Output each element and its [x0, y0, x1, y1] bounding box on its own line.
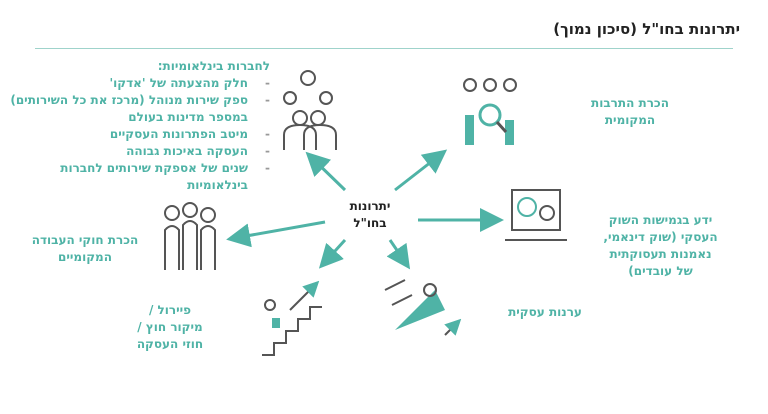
- page-title: יתרונות בחו"ל (סיכון נמוך): [553, 20, 740, 38]
- list-item: חלק מהצעתה של 'אדקו': [0, 75, 270, 92]
- label-line: המקומית: [604, 113, 656, 127]
- arrow-payroll: [318, 238, 347, 269]
- laptop-globe-icon: [505, 189, 567, 241]
- international-companies-list: לחברות בינלאומיות: חלק מהצעתה של 'אדקו' …: [0, 58, 270, 194]
- list-item: ספק שירות מנוהל (מרכז את כל השירותים) במ…: [0, 92, 270, 126]
- arrow-labor: [226, 220, 326, 248]
- list-item: מיטב הפתרונות העסקיים: [0, 126, 270, 143]
- label-line: פיירול /: [148, 303, 192, 317]
- arrows: [226, 149, 504, 270]
- title-divider: [35, 48, 733, 49]
- arrow-culture: [394, 149, 448, 192]
- culture-label: הכרת התרבות המקומית: [575, 95, 685, 129]
- arrow-intl: [305, 151, 347, 192]
- payroll-label: פיירול / מיקור חוץ / חוזי העסקה: [125, 302, 215, 353]
- list-item: שנים של אספקת שירותים לחברות בינלאומיות: [0, 160, 270, 194]
- label-line: של עובדים): [628, 264, 693, 278]
- center-label: יתרונות בחו"ל: [335, 198, 405, 232]
- superhero-icon: [384, 279, 462, 336]
- labor-laws-label: הכרת חוקי העבודה המקומיים: [20, 232, 150, 266]
- research-icon: [463, 78, 517, 145]
- people-group-icon: [283, 70, 337, 150]
- label-line: מיקור חוץ /: [137, 320, 203, 334]
- list-heading: לחברות בינלאומיות:: [157, 59, 270, 73]
- list-item: העסקה באיכות גבוהה: [0, 143, 270, 160]
- center-line: יתרונות: [349, 199, 391, 213]
- stairs-growth-icon: [262, 280, 322, 356]
- label-line: המקומיים: [58, 250, 112, 264]
- label-line: ידע בגמישות השוק: [608, 213, 713, 227]
- family-icon: [164, 202, 216, 270]
- label-line: נאמנות תעסוקתית: [609, 247, 712, 261]
- market-label: ידע בגמישות השוק העסקי (שוק דינאמי, נאמנ…: [588, 212, 733, 280]
- label-line: הכרת חוקי העבודה: [31, 233, 139, 247]
- center-line: בחו"ל: [353, 216, 387, 230]
- label-line: הכרת התרבות: [591, 96, 669, 110]
- business-alertness-label: ערנות עסקית: [500, 304, 590, 321]
- label-line: העסקי (שוק דינאמי,: [603, 230, 718, 244]
- label-line: ערנות עסקית: [508, 305, 582, 319]
- arrow-alert: [386, 239, 411, 270]
- label-line: חוזי העסקה: [136, 337, 204, 351]
